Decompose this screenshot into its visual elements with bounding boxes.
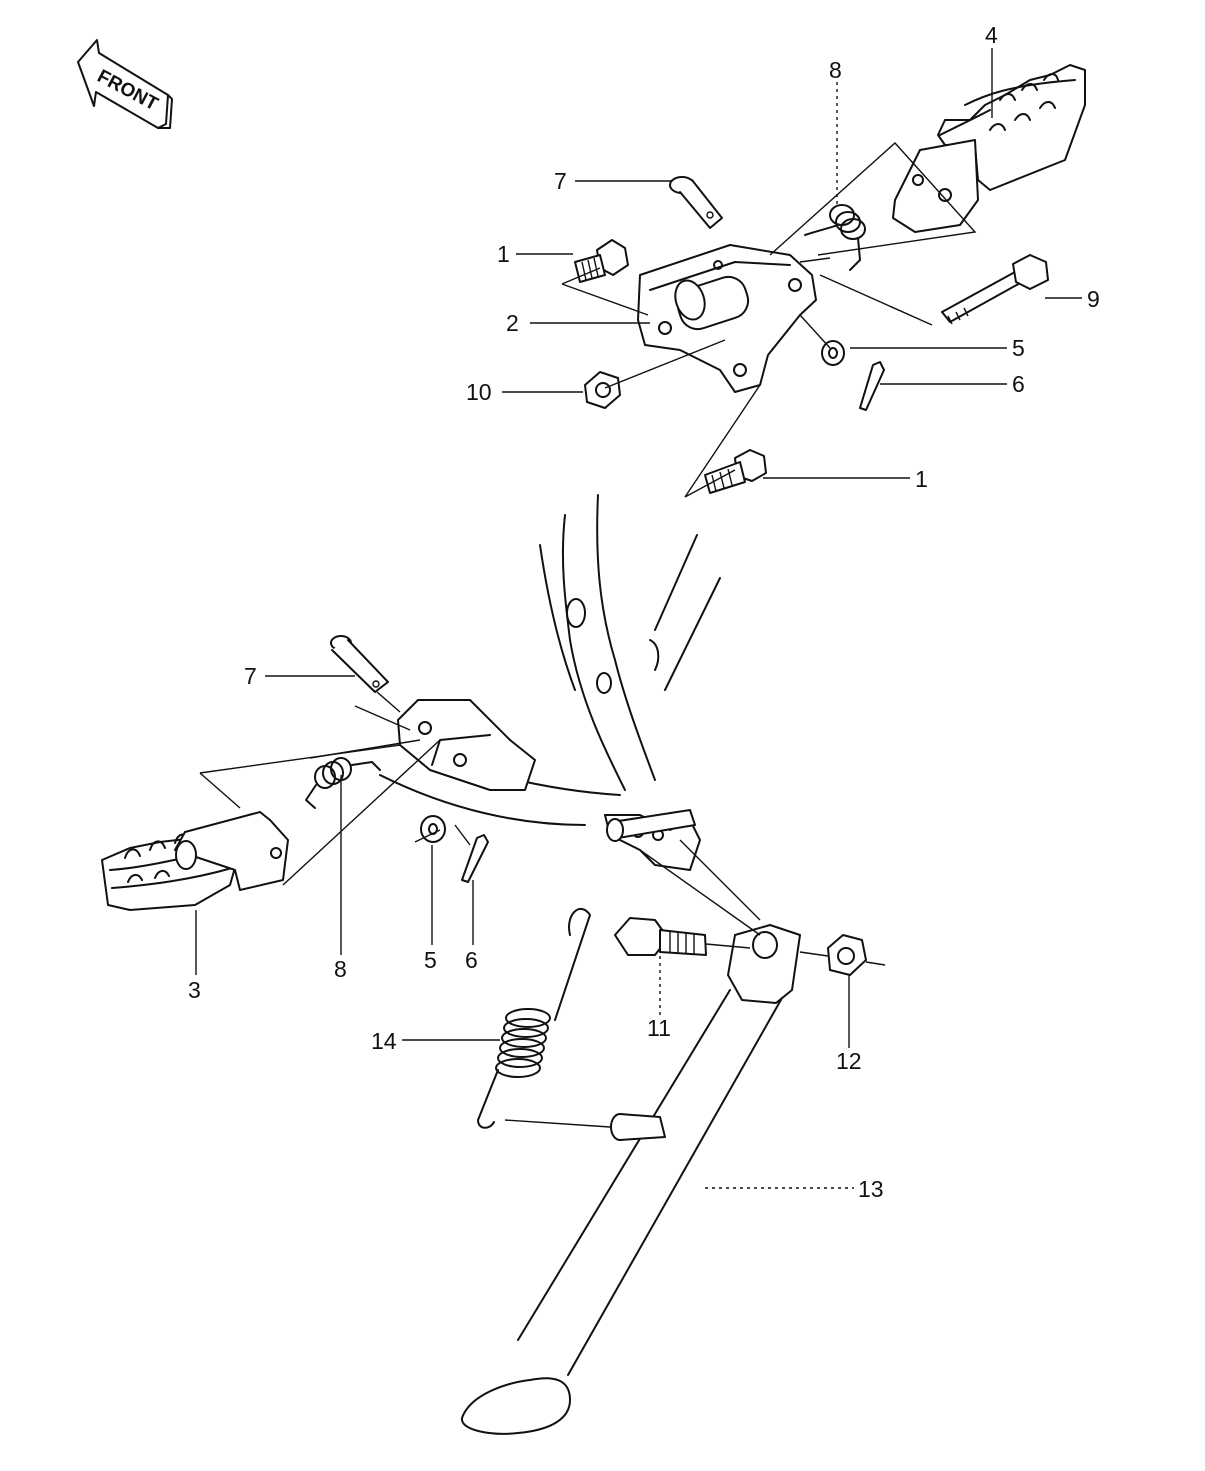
stand-guide-lines (504, 839, 886, 1128)
spring-upper (804, 204, 866, 271)
pivot-bolt-11 (614, 917, 707, 956)
callout-9: 9 (1087, 286, 1100, 312)
upper-guide-lines (561, 142, 977, 498)
footpeg-left (101, 811, 289, 911)
leader-lines (195, 48, 1082, 1189)
side-stand (461, 924, 801, 1435)
callout-1-upper: 1 (497, 241, 510, 267)
lower-guide-lines (199, 691, 471, 886)
callout-8-upper: 8 (829, 57, 842, 83)
spring-lower (305, 757, 381, 809)
cotter-pin-6-lower (461, 834, 489, 883)
callout-1-lower: 1 (915, 466, 928, 492)
frame-tube (379, 494, 721, 871)
spring-anchor-pin (610, 1113, 666, 1141)
callout-13: 13 (858, 1176, 884, 1202)
clevis-pin-lower (330, 635, 389, 693)
callout-7-upper: 7 (554, 168, 567, 194)
callout-6-lower: 6 (465, 947, 478, 973)
callout-5-lower: 5 (424, 947, 437, 973)
callout-8-lower: 8 (334, 956, 347, 982)
bolt-1-lower (704, 449, 767, 494)
flange-nut-10 (584, 371, 621, 409)
callout-12: 12 (836, 1048, 862, 1074)
callout-2: 2 (506, 310, 519, 336)
nut-12 (827, 934, 867, 976)
footpeg-bracket-lower (397, 699, 536, 791)
callout-7-lower: 7 (244, 663, 257, 689)
bolt-9 (941, 254, 1049, 325)
stand-spring (477, 907, 591, 1129)
footpeg-bracket (637, 244, 817, 393)
callout-4: 4 (985, 22, 998, 48)
callout-10: 10 (466, 379, 492, 405)
callout-5-upper: 5 (1012, 335, 1025, 361)
front-arrow-badge: FRONT (77, 39, 173, 129)
callout-11: 11 (647, 1015, 671, 1041)
washer-5-upper (821, 340, 845, 366)
footpeg-right (892, 64, 1086, 233)
cotter-pin-6-upper (859, 361, 885, 411)
callout-14: 14 (371, 1028, 397, 1054)
callout-6-upper: 6 (1012, 371, 1025, 397)
callout-3: 3 (188, 977, 201, 1003)
callout-labels: 1 1 2 3 4 5 5 6 6 7 7 8 8 9 10 11 12 13 … (188, 22, 1100, 1202)
clevis-pin-upper (669, 176, 723, 229)
